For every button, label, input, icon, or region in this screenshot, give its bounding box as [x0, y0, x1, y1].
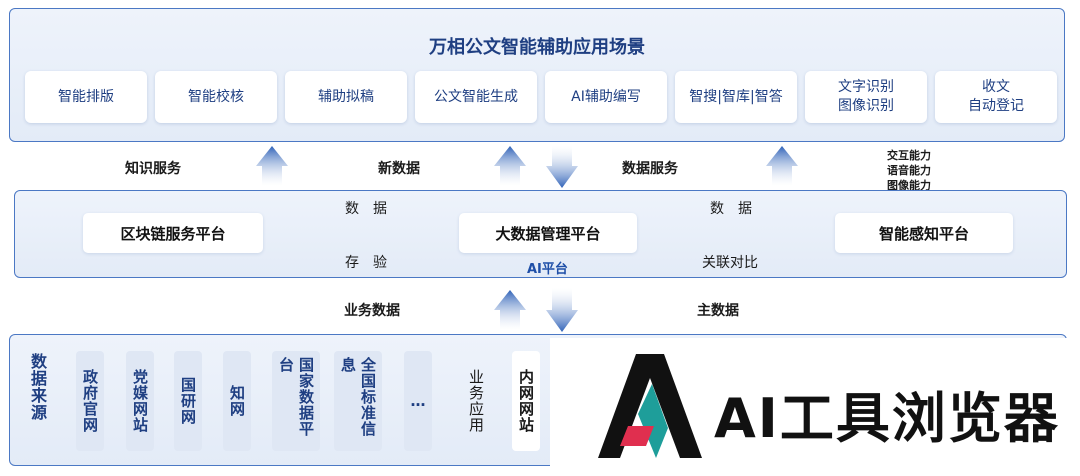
source-drc-net[interactable]: 国研网 — [174, 351, 202, 451]
source-party-media[interactable]: 党媒网站 — [126, 351, 154, 451]
bigdata-platform[interactable]: 大数据管理平台 — [459, 213, 637, 253]
left-data-label: 数 据 — [345, 201, 387, 217]
source-label: 国研网 — [179, 377, 197, 425]
source-national-data[interactable]: 国家数据平台 — [272, 351, 320, 451]
perception-platform[interactable]: 智能感知平台 — [835, 213, 1013, 253]
source-label: 内网网站 — [517, 369, 535, 433]
business-data-label: 业务数据 — [344, 303, 400, 319]
arrow-up-icon — [494, 146, 526, 186]
source-label: 知网 — [228, 385, 246, 417]
scene-ai-writing[interactable]: AI辅助编写 — [545, 71, 667, 123]
sources-title: 数据来源 — [28, 353, 47, 421]
scene-recognition[interactable]: 文字识别 图像识别 — [805, 71, 927, 123]
arrow-down-icon — [546, 288, 578, 332]
source-intranet[interactable]: 内网网站 — [512, 351, 540, 451]
knowledge-service-label: 知识服务 — [125, 161, 181, 177]
source-gov-site[interactable]: 政府官网 — [76, 351, 104, 451]
source-label: 党媒网站 — [131, 369, 149, 433]
scene-doc-generation[interactable]: 公文智能生成 — [415, 71, 537, 123]
arrow-down-icon — [546, 146, 578, 188]
ability-interaction: 交互能力 — [887, 149, 931, 162]
scene-auto-register[interactable]: 收文 自动登记 — [935, 71, 1057, 123]
ai-platform-label: AI平台 — [527, 262, 568, 277]
application-scenes-panel: 万相公文智能辅助应用场景 智能排版 智能校核 辅助拟稿 公文智能生成 AI辅助编… — [9, 8, 1065, 142]
scene-smart-check[interactable]: 智能校核 — [155, 71, 277, 123]
right-data-label: 数 据 — [710, 201, 752, 217]
ability-image: 图像能力 — [887, 179, 931, 192]
scene-assisted-draft[interactable]: 辅助拟稿 — [285, 71, 407, 123]
scene-smart-layout[interactable]: 智能排版 — [25, 71, 147, 123]
data-service-label: 数据服务 — [622, 161, 678, 177]
source-label: 全国标准信息 — [339, 357, 377, 437]
source-label: 业务应用 — [467, 369, 485, 433]
ability-voice: 语音能力 — [887, 164, 931, 177]
scenes-title: 万相公文智能辅助应用场景 — [429, 37, 645, 58]
source-business-apps[interactable]: 业务应用 — [462, 351, 490, 451]
watermark-text: AI工具浏览器 — [714, 387, 1060, 450]
source-national-standards[interactable]: 全国标准信息 — [334, 351, 382, 451]
source-cnki[interactable]: 知网 — [223, 351, 251, 451]
ellipsis-icon: … — [410, 392, 426, 410]
watermark-overlay: AI工具浏览器 — [550, 338, 1080, 476]
left-store-verify-label: 存 验 — [345, 255, 387, 271]
arrow-up-icon — [766, 146, 798, 186]
watermark-logo-icon — [598, 354, 702, 458]
source-label: 国家数据平台 — [277, 357, 315, 437]
scene-smart-search[interactable]: 智搜|智库|智答 — [675, 71, 797, 123]
source-more[interactable]: … — [404, 351, 432, 451]
arrow-up-icon — [256, 146, 288, 186]
master-data-label: 主数据 — [697, 303, 739, 319]
blockchain-platform[interactable]: 区块链服务平台 — [83, 213, 263, 253]
new-data-label: 新数据 — [378, 161, 420, 177]
right-compare-label: 关联对比 — [702, 255, 758, 271]
source-label: 政府官网 — [81, 369, 99, 433]
platforms-panel: 区块链服务平台 大数据管理平台 智能感知平台 AI平台 — [14, 190, 1067, 278]
arrow-up-icon — [494, 290, 526, 330]
